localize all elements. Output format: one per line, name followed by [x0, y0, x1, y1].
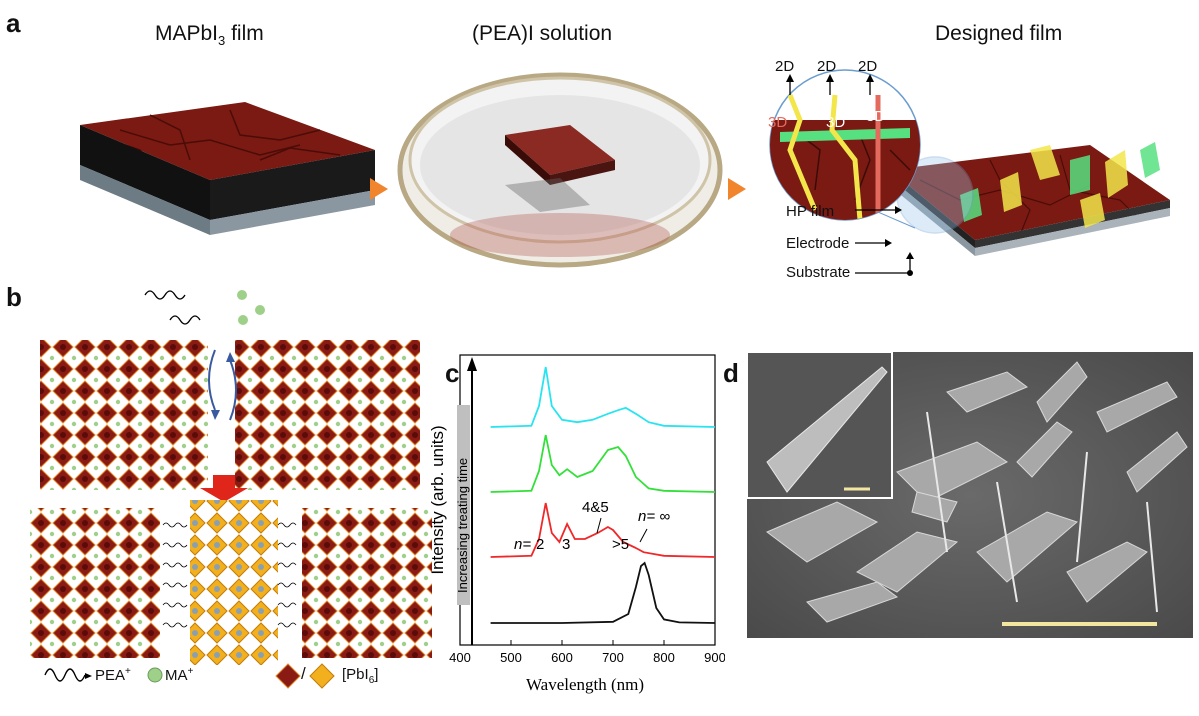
mapbi3-film-illustration — [80, 102, 375, 235]
peak-45-label: 4&5 — [582, 499, 609, 516]
solution-title: (PEA)I solution — [472, 22, 613, 45]
x-tick-label: 600 — [551, 650, 573, 665]
inset-2d-label-3: 2D — [858, 58, 878, 75]
panel-c-label: c — [445, 358, 460, 388]
sem-image — [747, 352, 1193, 638]
inset-3d-label-1: 3D — [768, 114, 788, 131]
x-tick-label: 900 — [704, 650, 725, 665]
process-arrow-2 — [728, 178, 746, 200]
peak-n-label: n= — [514, 536, 531, 553]
inset-2d-label-1: 2D — [775, 58, 795, 75]
spectrum-line-2 — [490, 434, 716, 493]
crystal-structure-diagram — [30, 290, 432, 689]
x-tick-label: 400 — [449, 650, 471, 665]
x-tick-label: 700 — [602, 650, 624, 665]
plot-frame — [459, 354, 716, 646]
x-axis-label: Wavelength (nm) — [526, 675, 644, 694]
treating-time-label: Increasing treating time — [455, 458, 470, 593]
designed-title: Designed film — [935, 22, 1063, 45]
pea-solution-dish-illustration — [397, 72, 723, 268]
panel-b-label: b — [6, 282, 22, 312]
designed-film-illustration — [769, 69, 1170, 276]
spectrum-line-1 — [490, 502, 716, 558]
x-tick-label: 800 — [653, 650, 675, 665]
inset-3d-label-3: 3D — [866, 108, 886, 125]
panel-a-label: a — [6, 8, 21, 38]
legend-slash: / — [301, 664, 306, 683]
spectrum-line-3 — [490, 366, 716, 428]
legend-pbi6: [PbI6] — [342, 666, 379, 686]
process-arrow-1 — [370, 178, 388, 200]
peak-2-label: 2 — [536, 536, 544, 553]
legend-pea: PEA+ — [95, 666, 131, 684]
peak-inf-label: n= ∞ — [638, 508, 670, 525]
spectrum-line-0 — [490, 561, 716, 624]
peak-gt5-label: >5 — [612, 536, 629, 553]
x-tick-label: 500 — [500, 650, 522, 665]
panel-d-label: d — [723, 358, 739, 388]
peak-3-label: 3 — [562, 536, 570, 553]
film-title: MAPbI3 film — [155, 22, 264, 49]
inset-3d-label-2: 3D — [826, 114, 846, 131]
y-axis-label: Intensity (arb. units) — [428, 425, 447, 574]
inset-2d-label-2: 2D — [817, 58, 837, 75]
pl-spectra-chart: 400 500 600 700 800 900 Increasing treating t… — [428, 354, 725, 694]
layer-label-hp-film: HP film — [786, 203, 835, 220]
layer-label-substrate: Substrate — [786, 264, 851, 281]
legend-ma: MA+ — [165, 666, 194, 684]
layer-label-electrode: Electrode — [786, 235, 850, 252]
